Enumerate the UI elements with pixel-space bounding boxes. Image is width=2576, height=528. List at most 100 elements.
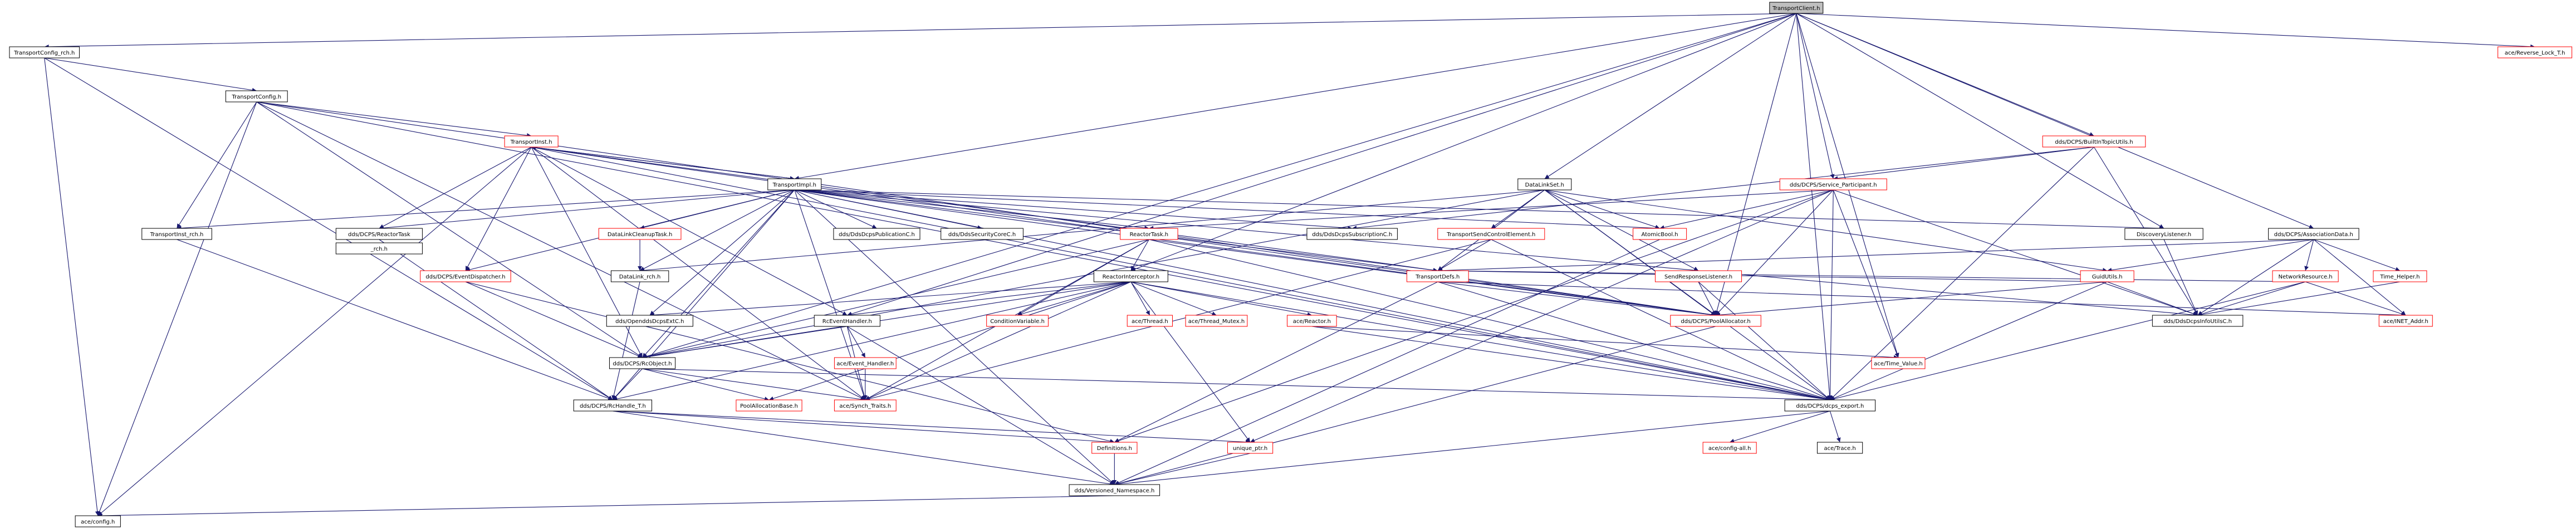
node-rtask_rch_a[interactable]: dds/DCPS/ReactorTask — [335, 228, 423, 240]
node-label: DataLinkCleanupTask.h — [608, 232, 673, 238]
edge-tinst-to-aceconfig — [97, 146, 532, 516]
node-acesynch[interactable]: ace/Synch_Traits.h — [834, 399, 897, 412]
node-evdisp[interactable]: dds/DCPS/EventDispatcher.h — [420, 270, 511, 282]
edge-timehelper-to-dcpsinfoutils — [2197, 281, 2401, 317]
edge-evdisp-to-rcobject — [465, 281, 643, 358]
edge-poolalloc-to-versioned — [1114, 326, 1716, 486]
node-label: dds/DdsDcpsSubscriptionC.h — [1312, 232, 1392, 238]
edge-guidutils-to-poolalloc — [1715, 281, 2108, 317]
node-box — [767, 178, 822, 190]
node-tinst_rch[interactable]: TransportInst_rch.h — [141, 228, 212, 240]
edge-root-to-rcobject — [642, 13, 1796, 359]
node-dcpsinfoutils[interactable]: dds/DdsDcpsInfoUtilsC.h — [2152, 315, 2244, 327]
node-acereactor[interactable]: ace/Reactor.h — [1287, 315, 1337, 327]
node-rchandle[interactable]: dds/DCPS/RcHandle_T.h — [573, 399, 653, 412]
node-defs[interactable]: Definitions.h — [1091, 442, 1138, 454]
node-acetrace[interactable]: ace/Trace.h — [1816, 442, 1863, 454]
node-label: ReactorInterceptor.h — [1103, 274, 1159, 280]
node-atomicbool[interactable]: AtomicBool.h — [1633, 228, 1687, 240]
node-inetaddr[interactable]: ace/INET_Addr.h — [2378, 315, 2433, 327]
node-box — [833, 228, 920, 240]
node-acecfgall[interactable]: ace/config-all.h — [1702, 442, 1757, 454]
edge-tinst-to-rcevent — [531, 146, 848, 316]
node-label: dds/DdsDcpsInfoUtilsC.h — [2163, 319, 2232, 325]
edge-tdefs-to-defs — [1114, 281, 1438, 443]
node-guidutils[interactable]: GuidUtils.h — [2080, 270, 2134, 282]
node-rcobject[interactable]: dds/DCPS/RcObject.h — [609, 357, 676, 369]
edge-svcpart-to-rtask — [1149, 189, 1834, 231]
node-acemutex[interactable]: ace/Thread_Mutex.h — [1185, 315, 1248, 327]
node-box — [2268, 228, 2359, 240]
node-rtask[interactable]: ReactorTask.h — [1120, 228, 1178, 240]
node-rtask_rch_b[interactable]: _rch.h — [335, 242, 423, 255]
node-dcpspub[interactable]: dds/DdsDcpsPublicationC.h — [833, 228, 920, 240]
node-tcfg[interactable]: TransportConfig.h — [225, 90, 288, 102]
node-box — [1306, 228, 1398, 240]
edge-assocdata-to-tdefs — [1437, 239, 2314, 273]
node-dcpssec[interactable]: dds/DdsSecurityCoreC.h — [941, 228, 1023, 240]
node-dcpsexport[interactable]: dds/DCPS/dcps_export.h — [1784, 399, 1876, 412]
node-uniqueptr[interactable]: unique_ptr.h — [1227, 442, 1274, 454]
edge-tdefs-to-dcpsexport — [1437, 281, 1830, 401]
node-timpl[interactable]: TransportImpl.h — [767, 178, 822, 190]
node-datalinkset[interactable]: DataLinkSet.h — [1517, 178, 1572, 190]
node-root[interactable]: TransportClient.h — [1769, 2, 1824, 14]
node-label: DataLink_rch.h — [619, 274, 661, 280]
node-dlcleanup[interactable]: DataLinkCleanupTask.h — [598, 228, 682, 240]
edge-sendresp-to-poolalloc — [1698, 281, 1716, 316]
node-aceconfig[interactable]: ace/config.h — [75, 515, 121, 527]
edge-rcobject-to-acesynch — [642, 368, 865, 402]
node-box — [141, 228, 212, 240]
node-poolalloc[interactable]: dds/DCPS/PoolAllocator.h — [1670, 315, 1761, 327]
node-tdefs[interactable]: TransportDefs.h — [1406, 270, 1469, 282]
node-reverselock[interactable]: ace/Reverse_Lock_T.h — [2497, 46, 2573, 58]
edge-datalinkset-to-sendresp — [1544, 189, 1699, 271]
edge-tsendctrl-to-acesynch — [865, 239, 1491, 401]
edge-rchandle-to-uniqueptr — [613, 410, 1251, 444]
node-poolbase[interactable]: PoolAllocationBase.h — [736, 399, 802, 412]
node-condvar[interactable]: ConditionVariable.h — [986, 315, 1049, 327]
node-dl_rch[interactable]: DataLink_rch.h — [610, 270, 669, 282]
edge-atomicbool-to-versioned — [1114, 239, 1660, 485]
edge-timpl-to-dl_rch — [639, 189, 795, 271]
node-svcpart[interactable]: dds/DCPS/Service_Participant.h — [1779, 178, 1887, 190]
edge-rinter-to-uniqueptr — [1130, 281, 1251, 443]
node-timevalue[interactable]: ace/Time_Value.h — [1871, 357, 1926, 369]
node-label: dds/DCPS/RcObject.h — [613, 361, 672, 367]
node-assocdata[interactable]: dds/DCPS/AssociationData.h — [2268, 228, 2359, 240]
node-label: TransportSendControlElement.h — [1446, 232, 1535, 238]
node-builtin[interactable]: dds/DCPS/BuiltInTopicUtils.h — [2042, 135, 2146, 148]
edge-rcevent-to-aceevent — [846, 326, 866, 358]
node-tsendctrl[interactable]: TransportSendControlElement.h — [1437, 228, 1545, 240]
edge-tcfg-to-tinst_rch — [177, 101, 257, 229]
node-label: dds/DdsDcpsPublicationC.h — [839, 232, 915, 238]
node-disclistener[interactable]: DiscoveryListener.h — [2124, 228, 2203, 240]
edge-uniqueptr-to-versioned — [1114, 453, 1251, 486]
node-box — [1702, 442, 1757, 454]
node-label: TransportImpl.h — [772, 182, 816, 188]
node-box — [610, 270, 669, 282]
node-acethread[interactable]: ace/Thread.h — [1127, 315, 1173, 327]
edge-rcobject-to-poolbase — [642, 368, 770, 401]
edge-assocdata-to-netres — [2304, 239, 2314, 271]
edge-tdefs-to-poolalloc — [1437, 281, 1716, 317]
node-label: PoolAllocationBase.h — [740, 403, 798, 409]
node-sendresp[interactable]: SendResponseListener.h — [1654, 270, 1742, 282]
node-rinter[interactable]: ReactorInterceptor.h — [1093, 270, 1168, 282]
node-rcevent[interactable]: RcEventHandler.h — [814, 315, 880, 327]
node-netres[interactable]: NetworkResource.h — [2272, 270, 2339, 282]
node-aceevent[interactable]: ace/Event_Handler.h — [834, 357, 897, 369]
node-dcpssub[interactable]: dds/DdsDcpsSubscriptionC.h — [1306, 228, 1398, 240]
node-box — [9, 46, 80, 58]
node-openddsext[interactable]: dds/OpenddsDcpsExtC.h — [606, 315, 693, 327]
node-versioned[interactable]: dds/Versioned_Namespace.h — [1069, 484, 1160, 496]
node-tcfg_rch[interactable]: TransportConfig_rch.h — [9, 46, 80, 58]
node-timehelper[interactable]: Time_Helper.h — [2373, 270, 2427, 282]
edge-guidutils-to-dcpsinfoutils — [2107, 281, 2198, 316]
node-tinst[interactable]: TransportInst.h — [504, 135, 559, 148]
node-box — [225, 90, 288, 102]
edge-rinter-to-acesynch — [865, 281, 1132, 400]
edge-netres-to-inetaddr — [2305, 281, 2406, 316]
node-label: dds/DCPS/EventDispatcher.h — [425, 274, 505, 280]
edge-timpl-to-dcpssub — [794, 189, 1353, 231]
